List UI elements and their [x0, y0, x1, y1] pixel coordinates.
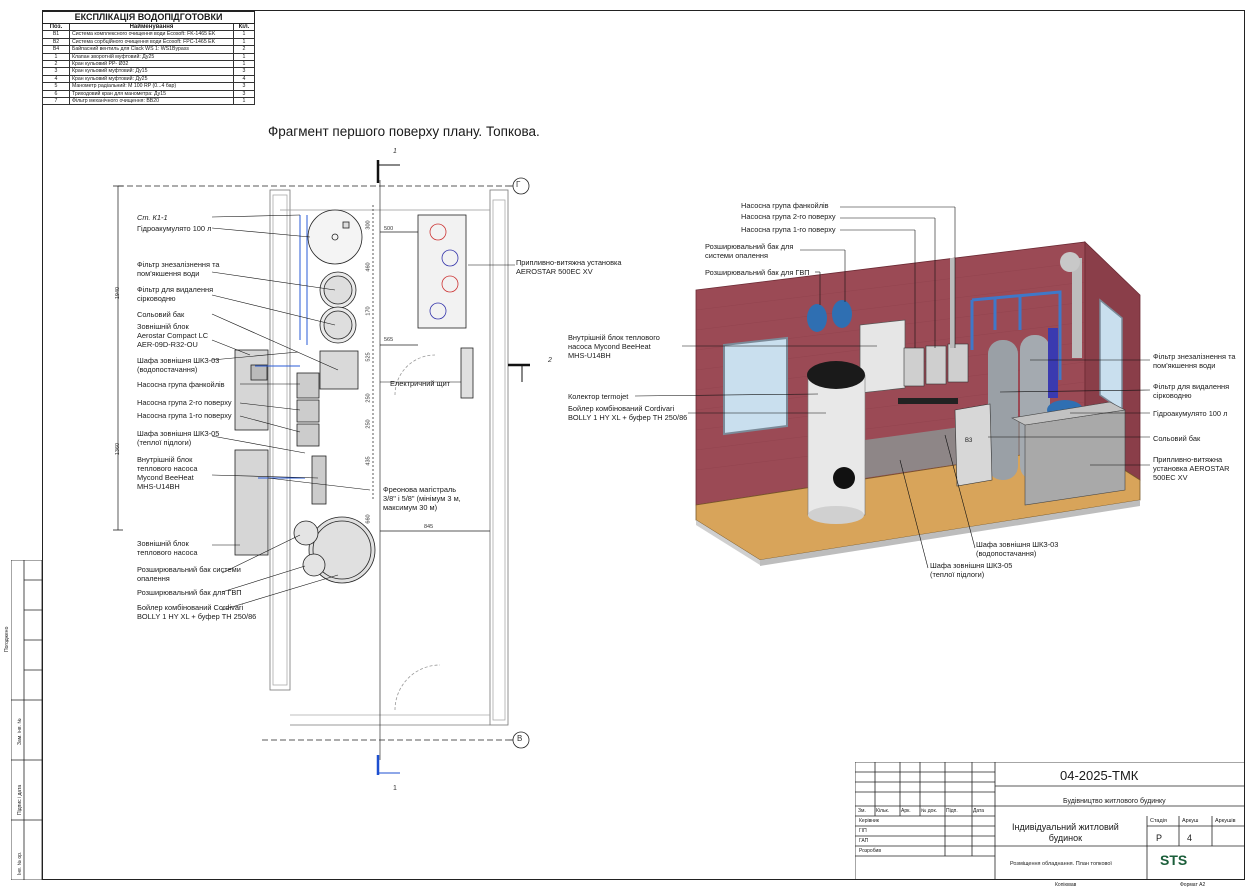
logo-sts: STS [1160, 852, 1188, 868]
row-qty: 1 [233, 30, 255, 39]
role-2: ГАП [859, 838, 869, 844]
dim-500: 500 [384, 226, 394, 232]
stage-header: Стадія [1150, 818, 1167, 824]
explication-table: ЕКСПЛІКАЦІЯ ВОДОПІДГОТОВКИ Поз. Найменув… [42, 11, 255, 106]
side-stamp-d: Інв. № ор. [17, 851, 23, 875]
side-stamp-grid [11, 560, 43, 880]
iso-label-pump-fancoil: Насосна група фанкойлів [741, 201, 829, 210]
iso-label-cabinet-floor: Шафа зовнішня ШКЗ-05 (теплої підлоги) [930, 561, 1013, 579]
role-1: ГІП [859, 828, 867, 834]
plan-label-ahu: Припливно-витяжна установка AEROSTAR 500… [516, 258, 622, 276]
title-block-grid [855, 762, 1245, 880]
plan-label-exp-heating: Розширювальний бак системи опалення [137, 565, 241, 583]
section-2: 2 [548, 357, 552, 364]
axis-g-label: Г [516, 180, 521, 189]
stamp-col-5: Дата [973, 808, 985, 814]
row-qty: 3 [233, 82, 255, 91]
plan-label-exp-dhw: Розширювальний бак для ГВП [137, 588, 242, 597]
plan-label-freon: Фреонова магістраль 3/8" і 5/8" (мінімум… [383, 485, 461, 512]
plan-label-outdoor-hp: Зовнішній блок теплового насоса [137, 539, 198, 557]
plan-label-st: Ст. К1-1 [137, 213, 168, 222]
stamp-col-1: Кільк. [876, 808, 890, 814]
doc-object: Індивідуальний житловий будинок [1012, 822, 1119, 843]
stamp-cols: Зм. Кільк. Арк. № док. Підп. Дата [858, 808, 984, 814]
role-3: Розробив [859, 848, 882, 854]
stamp-col-3: № док. [921, 808, 938, 814]
side-stamp-c: Підпис і дата [17, 784, 23, 815]
dim-565: 565 [384, 337, 394, 343]
row-qty: 3 [233, 67, 255, 76]
side-stamp-a: Погоджено [4, 626, 10, 652]
iso-label-ahu: Припливно-витяжна установка AEROSTAR 500… [1153, 455, 1230, 482]
plan-label-cabinet-floor: Шафа зовнішня ШКЗ-05 (теплої підлоги) [137, 429, 220, 447]
section-1-top: 1 [393, 148, 397, 155]
iso-label-salt-tank: Сольовий бак [1153, 434, 1201, 443]
plan-title: Фрагмент першого поверху плану. Топкова. [268, 124, 540, 139]
iso-label-salt-mark: В3 [965, 438, 973, 444]
copied-by: Копіював [1055, 882, 1077, 888]
iso-label-collector: Колектор termojet [568, 392, 629, 401]
plan-label-el-panel: Електричний щит [390, 379, 451, 388]
iso-label-accumulator: Гідроакумулято 100 л [1153, 409, 1228, 418]
iso-label-pump-2: Насосна група 2-го поверху [741, 212, 836, 221]
stamp-col-4: Підп. [946, 808, 958, 814]
iso-label-filter-h2s: Фільтр для видалення сірководню [1153, 382, 1230, 400]
iso-label-boiler: Бойлер комбінований Cordivari BOLLY 1 HY… [568, 404, 688, 422]
row-qty: 3 [233, 89, 255, 99]
stage-value: Р [1156, 833, 1163, 843]
row-qty: 1 [233, 97, 255, 106]
drawing-frame [42, 10, 1245, 880]
plan-label-boiler: Бойлер комбінований Cordivari BOLLY 1 HY… [137, 603, 257, 621]
iso-label-exp-dhw: Розширювальний бак для ГВП [705, 268, 810, 277]
sheets-header: Аркушів [1215, 818, 1236, 824]
plan-label-outdoor-unit: Зовнішній блок Aerostar Compact LC AER-0… [137, 322, 209, 349]
sheet-value: 4 [1187, 833, 1193, 843]
stamp-col-0: Зм. [858, 808, 866, 814]
doc-sheet-title: Розміщення обладнання. План топкової [1010, 861, 1112, 867]
iso-label-exp-heating: Розширювальний бак для системи опалення [705, 242, 794, 260]
role-0: Керівник [859, 818, 879, 824]
plan-label-indoor-hp: Внутрішній блок теплового насоса Mycond … [137, 455, 198, 491]
iso-label-filter-iron: Фільтр знезалізнення та пом'якшення води [1153, 352, 1236, 370]
plan-label-pump-2: Насосна група 2-го поверху [137, 398, 232, 407]
row-qty: 1 [233, 52, 255, 62]
plan-label-cabinet-water: Шафа зовнішня ШКЗ-03 (водопостачання) [137, 356, 220, 374]
row-qty: 1 [233, 37, 255, 47]
iso-label-indoor-hp: Внутрішній блок теплового насоса Mycond … [568, 333, 660, 360]
row-qty: 4 [233, 74, 255, 84]
col-qty: Кіл. [233, 22, 255, 32]
side-stamp-b: Зам. інв. № [17, 718, 23, 745]
axis-v-label: В [517, 734, 523, 743]
row-qty: 1 [233, 60, 255, 69]
iso-label-pump-1: Насосна група 1-го поверху [741, 225, 836, 234]
section-1-bottom: 1 [393, 785, 397, 792]
stamp-col-2: Арк. [901, 808, 911, 814]
dim-845: 845 [424, 524, 434, 530]
plan-label-pump-fancoil: Насосна група фанкойлів [137, 380, 225, 389]
row-qty: 2 [233, 45, 255, 54]
iso-label-cabinet-water: Шафа зовнішня ШКЗ-03 (водопостачання) [976, 540, 1059, 558]
sheet-header: Аркуш [1182, 818, 1199, 824]
plan-label-filter-iron: Фільтр знезалізнення та пом'якшення води [137, 260, 220, 278]
format-a2: Формат А2 [1180, 882, 1206, 888]
plan-label-pump-1: Насосна група 1-го поверху [137, 411, 232, 420]
plan-label-filter-h2s: Фільтр для видалення сірководню [137, 285, 214, 303]
plan-label-salt-tank: Сольовий бак [137, 310, 185, 319]
doc-code: 04-2025-ТМК [1060, 768, 1139, 783]
plan-label-accumulator: Гідроакумулято 100 л [137, 224, 212, 233]
doc-project: Будівництво житлового будинку [1063, 798, 1166, 805]
